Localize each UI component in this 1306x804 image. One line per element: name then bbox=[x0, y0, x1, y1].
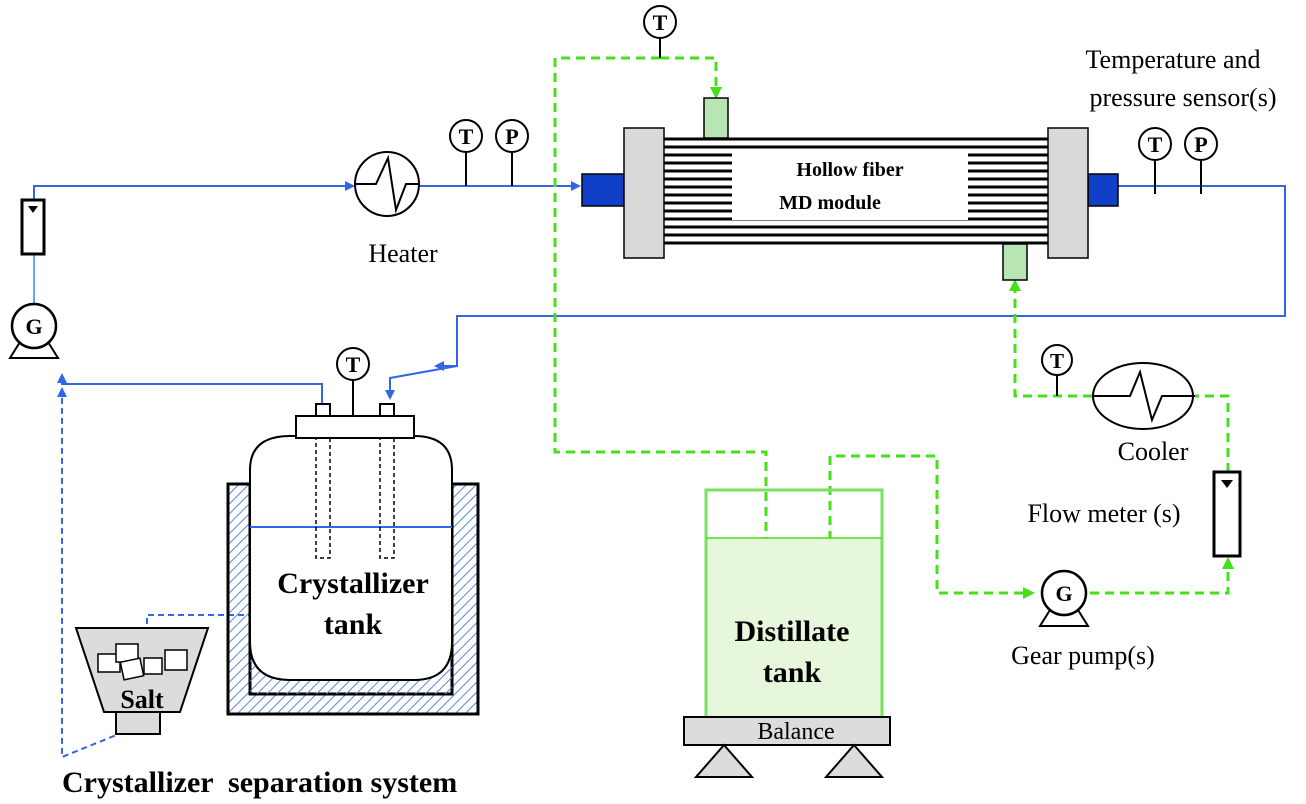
distillate-tank: Distillate tank bbox=[704, 488, 884, 717]
crystallizer-label-line2: tank bbox=[324, 608, 383, 641]
distillate-loop bbox=[553, 56, 1234, 603]
module-outlet-temperature-gauge: T bbox=[1138, 127, 1172, 194]
module-outlet-port bbox=[1087, 173, 1119, 207]
sensor-label-line1: Temperature and bbox=[1085, 45, 1260, 74]
balance: Balance bbox=[683, 716, 891, 778]
svg-text:T: T bbox=[1050, 349, 1064, 373]
feed-loop bbox=[33, 181, 1286, 404]
cooler: Cooler bbox=[1092, 362, 1195, 466]
svg-text:G: G bbox=[1055, 581, 1072, 606]
salt-label: Salt bbox=[120, 685, 164, 714]
sensor-label-line2: pressure sensor(s) bbox=[1089, 83, 1276, 112]
cooler-temperature-gauge: T bbox=[1041, 344, 1073, 396]
cooler-label: Cooler bbox=[1118, 437, 1189, 466]
module-right-header bbox=[1047, 127, 1089, 259]
module-label-line1: Hollow fiber bbox=[796, 159, 903, 181]
module-outlet-pressure-gauge: P bbox=[1184, 127, 1218, 194]
module-label-line2: MD module bbox=[779, 192, 881, 214]
distillate-label-line2: tank bbox=[763, 656, 822, 689]
distillate-flow-meter: Flow meter (s) bbox=[1027, 470, 1242, 558]
feed-dashed-return bbox=[57, 387, 294, 759]
heater: Heater bbox=[354, 151, 438, 268]
top-temperature-gauge: T bbox=[643, 5, 677, 58]
svg-text:T: T bbox=[346, 352, 361, 377]
heater-outlet-temperature-gauge: T bbox=[449, 119, 483, 186]
feed-flow-meter bbox=[20, 198, 46, 256]
balance-label: Balance bbox=[757, 719, 834, 745]
separation-system-label: Crystallizer separation system bbox=[62, 766, 457, 799]
heater-outlet-pressure-gauge: P bbox=[495, 119, 529, 186]
distillate-label-line1: Distillate bbox=[735, 615, 850, 648]
svg-text:T: T bbox=[459, 124, 474, 149]
crystallizer-tank: Crystallizer tank bbox=[226, 403, 480, 716]
permeate-inlet-port bbox=[1002, 243, 1028, 281]
gear-pump: G Gear pump(s) bbox=[1011, 569, 1155, 670]
svg-text:P: P bbox=[1194, 132, 1207, 157]
feed-pump: G bbox=[8, 302, 60, 359]
crystallizer-label-line1: Crystallizer bbox=[277, 567, 429, 600]
flow-meter-label: Flow meter (s) bbox=[1027, 499, 1180, 528]
svg-text:T: T bbox=[1148, 132, 1163, 157]
permeate-outlet-port bbox=[703, 97, 729, 139]
module-left-header bbox=[623, 127, 665, 259]
md-module: Hollow fiber MD module bbox=[581, 97, 1119, 281]
crystallizer-temperature-gauge: T bbox=[336, 347, 370, 416]
salt-separator: Salt bbox=[74, 627, 210, 735]
gear-pump-label: Gear pump(s) bbox=[1011, 641, 1155, 670]
heater-label: Heater bbox=[368, 239, 438, 268]
svg-text:G: G bbox=[25, 314, 42, 339]
svg-text:P: P bbox=[505, 124, 518, 149]
module-inlet-port bbox=[581, 173, 625, 207]
svg-text:T: T bbox=[653, 10, 668, 35]
